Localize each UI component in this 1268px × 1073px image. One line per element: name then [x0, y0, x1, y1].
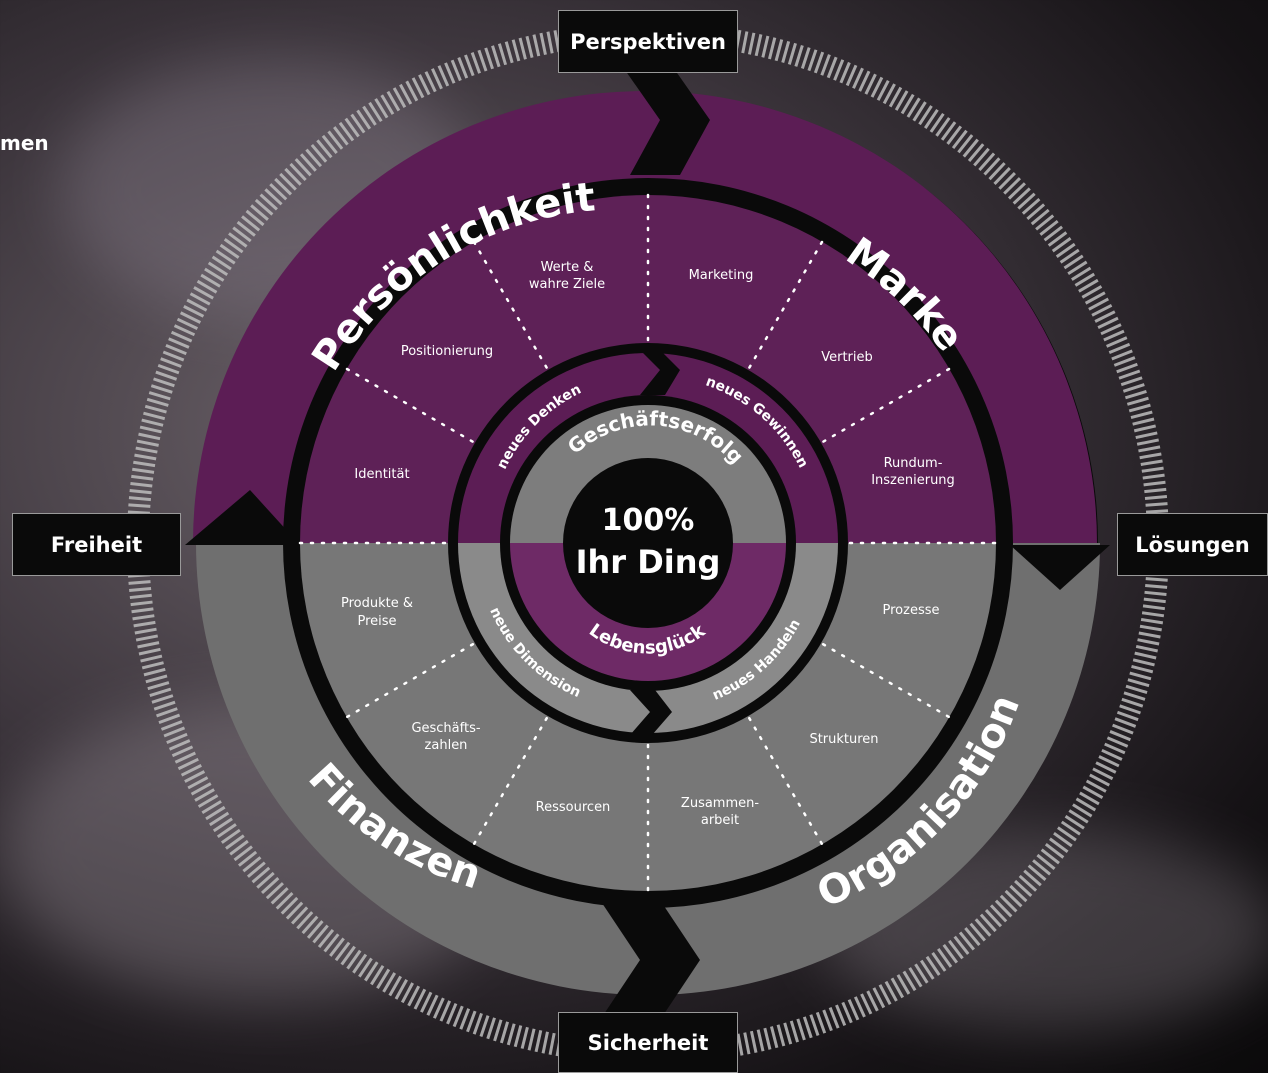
segment-prozesse: Prozesse — [883, 603, 940, 618]
arrow-separator-right — [1010, 545, 1110, 590]
partial-heading-text: men — [0, 131, 49, 155]
compass-label-top: Perspektiven — [558, 10, 738, 73]
center-title: Ihr Ding — [576, 543, 721, 581]
arrow-separator-bottom — [600, 900, 700, 1020]
arrow-separator-top — [625, 70, 710, 175]
segment-strukturen: Strukturen — [809, 732, 878, 747]
segment-marketing: Marketing — [689, 268, 754, 283]
segment-rundum: Rundum-Inszenierung — [871, 456, 955, 488]
segment-ressourcen: Ressourcen — [536, 800, 611, 815]
inner-separator-top — [640, 350, 680, 395]
arrow-separator-left — [185, 490, 300, 545]
center-percentage: 100% — [602, 503, 695, 538]
segment-werte: Werte &wahre Ziele — [529, 260, 605, 292]
segment-identitaet: Identität — [354, 467, 409, 482]
compass-label-left: Freiheit — [12, 513, 181, 576]
segment-vertrieb: Vertrieb — [821, 350, 873, 365]
segment-produkte: Produkte &Preise — [341, 596, 413, 629]
inner-separator-bottom — [630, 690, 672, 735]
segment-geschaeftszahlen: Geschäfts-zahlen — [411, 721, 480, 753]
compass-label-bottom: Sicherheit — [558, 1012, 738, 1073]
center-disk — [563, 458, 733, 628]
segment-positionierung: Positionierung — [401, 344, 493, 359]
compass-label-right: Lösungen — [1117, 513, 1268, 576]
segment-zusammenarbeit: Zusammen-arbeit — [681, 796, 759, 828]
